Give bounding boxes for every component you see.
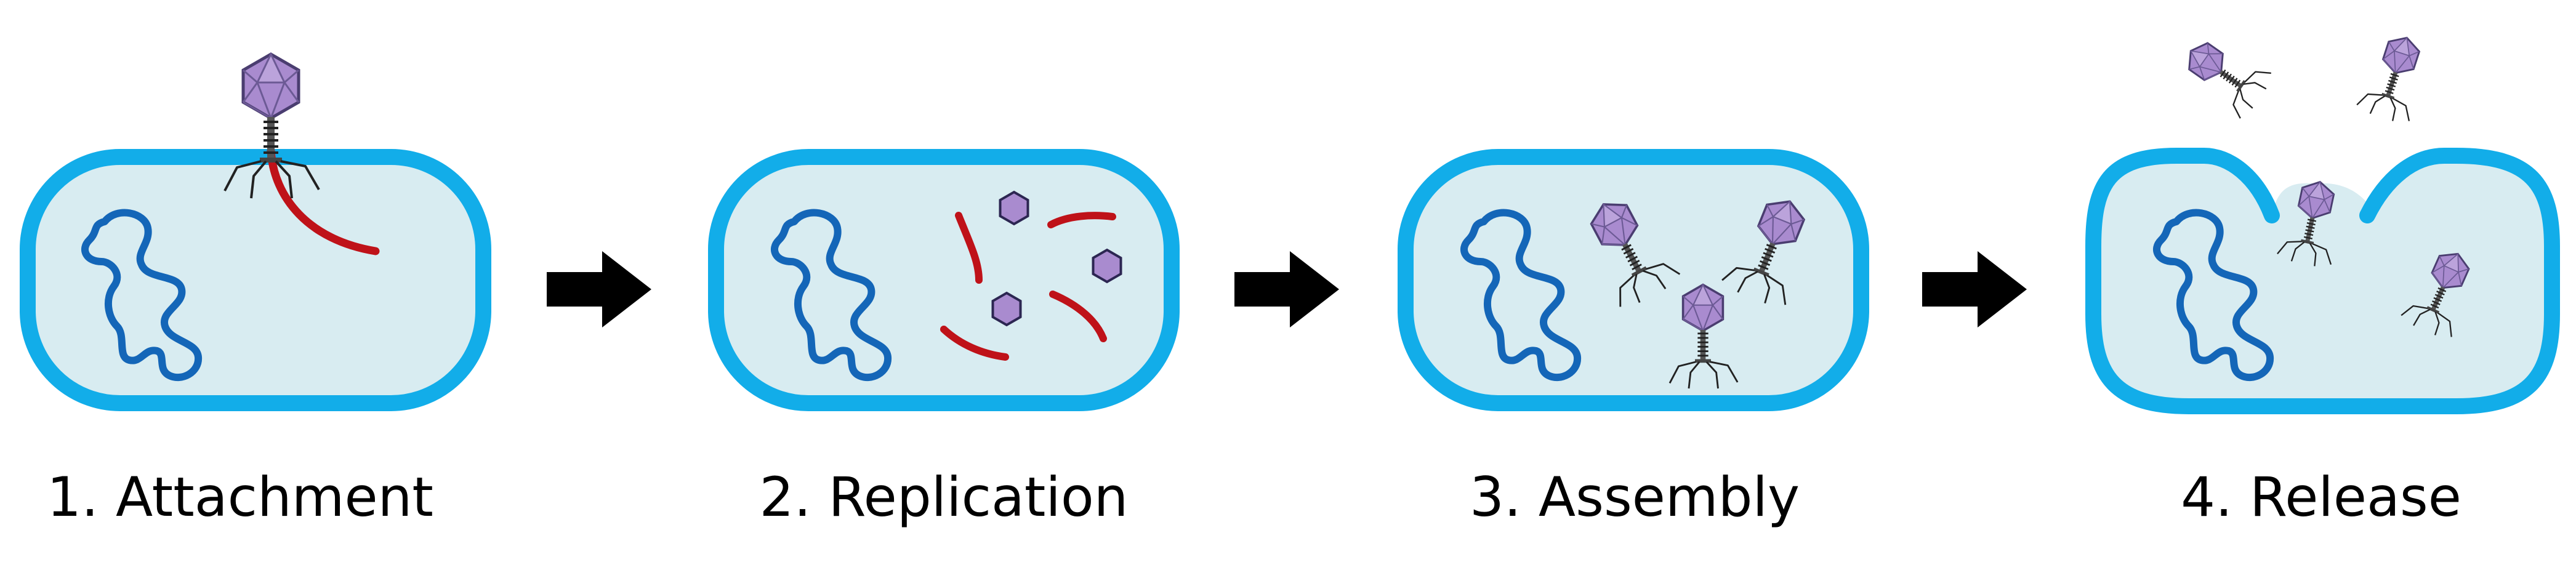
stage-3-assembly bbox=[1406, 157, 1861, 403]
stage-1-attachment bbox=[28, 54, 483, 403]
stage-2-replication bbox=[716, 157, 1172, 403]
stage-label-assembly: 3. Assembly bbox=[1470, 465, 1800, 529]
stage-4-release bbox=[2085, 28, 2560, 414]
right-arrow-icon bbox=[1922, 251, 2027, 327]
stage-label-release: 4. Release bbox=[2181, 465, 2461, 529]
curved-strand-icon bbox=[940, 212, 1116, 361]
right-arrow-icon bbox=[547, 251, 651, 327]
stage-label-replication: 2. Replication bbox=[760, 465, 1129, 529]
bacterial-cell-icon bbox=[1406, 157, 1861, 403]
bacterial-cell-icon bbox=[28, 157, 483, 403]
stage-label-attachment: 1. Attachment bbox=[47, 465, 433, 529]
right-arrow-icon bbox=[1234, 251, 1339, 327]
curved-strand-icon bbox=[267, 147, 380, 255]
